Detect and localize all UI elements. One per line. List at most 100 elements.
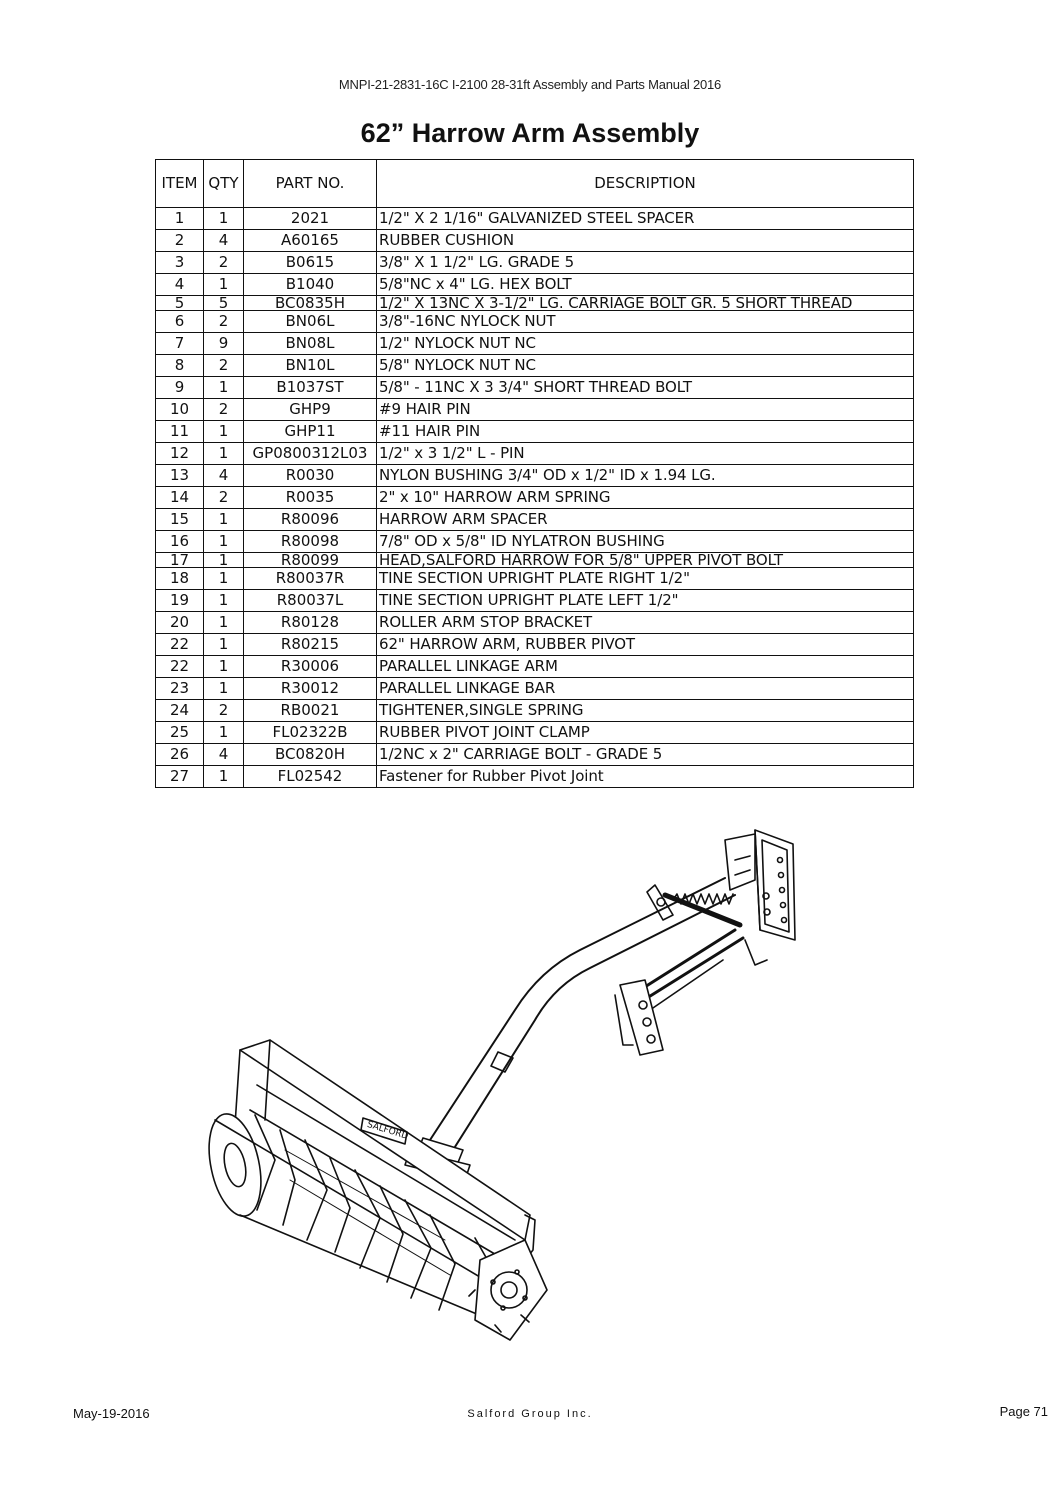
cell-quantity: 9 [203, 332, 244, 355]
cell-item-number: 22 [155, 633, 204, 656]
cell-description: PARALLEL LINKAGE BAR [376, 677, 914, 700]
cell-quantity: 1 [203, 508, 244, 531]
cell-item-number: 11 [155, 420, 204, 443]
cell-part-number: B1040 [243, 273, 377, 296]
column-header-description: DESCRIPTION [376, 159, 914, 208]
roller-frame: SALFORD [234, 1039, 536, 1261]
footer-page-number: Page 71 [999, 1404, 1048, 1419]
cell-description: HARROW ARM SPACER [376, 508, 914, 531]
cell-description: 3/8" X 1 1/2" LG. GRADE 5 [376, 251, 914, 274]
cell-description: NYLON BUSHING 3/4" OD x 1/2" ID x 1.94 L… [376, 464, 914, 487]
cell-part-number: GHP11 [243, 420, 377, 443]
footer-company: Salford Group Inc. [467, 1408, 593, 1420]
page-title: 62” Harrow Arm Assembly [360, 118, 700, 148]
footer-date: May-19-2016 [73, 1406, 150, 1421]
cell-item-number: 12 [155, 442, 204, 465]
cell-item-number: 14 [155, 486, 204, 509]
cell-description: TIGHTENER,SINGLE SPRING [376, 699, 914, 722]
cell-quantity: 1 [203, 552, 244, 568]
cell-item-number: 3 [155, 251, 204, 274]
cell-quantity: 2 [203, 310, 244, 333]
cell-item-number: 15 [155, 508, 204, 531]
cell-part-number: FL02542 [243, 765, 377, 788]
cell-item-number: 23 [155, 677, 204, 700]
cell-description: HEAD,SALFORD HARROW FOR 5/8" UPPER PIVOT… [376, 552, 914, 568]
cell-description: 1/2" x 3 1/2" L - PIN [376, 442, 914, 465]
cell-quantity: 2 [203, 251, 244, 274]
cell-item-number: 16 [155, 530, 204, 553]
document-reference: MNPI-21-2831-16C I-2100 28-31ft Assembly… [338, 77, 722, 92]
cell-item-number: 4 [155, 273, 204, 296]
cell-item-number: 9 [155, 376, 204, 399]
cell-item-number: 20 [155, 611, 204, 634]
cell-part-number: 2021 [243, 207, 377, 230]
harrow-arm-assembly-drawing: SALFORD [208, 829, 796, 1341]
cell-quantity: 5 [203, 295, 244, 311]
cell-part-number: BN10L [243, 354, 377, 377]
harrow-roller [208, 1113, 516, 1331]
cell-description: ROLLER ARM STOP BRACKET [376, 611, 914, 634]
cell-part-number: R80215 [243, 633, 377, 656]
cell-quantity: 2 [203, 486, 244, 509]
cell-description: Fastener for Rubber Pivot Joint [376, 765, 914, 788]
cell-description: 1/2" NYLOCK NUT NC [376, 332, 914, 355]
cell-description: #11 HAIR PIN [376, 420, 914, 443]
cell-item-number: 17 [155, 552, 204, 568]
cell-item-number: 6 [155, 310, 204, 333]
column-header-item: ITEM [155, 159, 204, 208]
cell-part-number: R80096 [243, 508, 377, 531]
cell-item-number: 5 [155, 295, 204, 311]
harrow-arm-springs [646, 884, 743, 928]
cell-part-number: A60165 [243, 229, 377, 252]
cell-part-number: B0615 [243, 251, 377, 274]
cell-quantity: 4 [203, 464, 244, 487]
cell-description: TINE SECTION UPRIGHT PLATE LEFT 1/2" [376, 589, 914, 612]
cell-quantity: 2 [203, 354, 244, 377]
cell-quantity: 2 [203, 699, 244, 722]
cell-part-number: R80037L [243, 589, 377, 612]
roller-end-bearing [468, 1239, 548, 1341]
column-header-part-no: PART NO. [243, 159, 377, 208]
cell-item-number: 13 [155, 464, 204, 487]
cell-part-number: R80128 [243, 611, 377, 634]
cell-description: 5/8" NYLOCK NUT NC [376, 354, 914, 377]
cell-quantity: 1 [203, 207, 244, 230]
cell-part-number: R80098 [243, 530, 377, 553]
cell-item-number: 25 [155, 721, 204, 744]
cell-quantity: 1 [203, 611, 244, 634]
cell-item-number: 1 [155, 207, 204, 230]
cell-item-number: 7 [155, 332, 204, 355]
cell-description: 1/2" X 2 1/16" GALVANIZED STEEL SPACER [376, 207, 914, 230]
cell-part-number: R0035 [243, 486, 377, 509]
cell-quantity: 1 [203, 530, 244, 553]
cell-item-number: 27 [155, 765, 204, 788]
cell-part-number: RB0021 [243, 699, 377, 722]
cell-quantity: 1 [203, 442, 244, 465]
cell-part-number: BC0835H [243, 295, 377, 311]
cell-item-number: 8 [155, 354, 204, 377]
cell-part-number: BN06L [243, 310, 377, 333]
cell-quantity: 2 [203, 398, 244, 421]
cell-item-number: 18 [155, 567, 204, 590]
cell-description: 5/8"NC x 4" LG. HEX BOLT [376, 273, 914, 296]
cell-quantity: 1 [203, 589, 244, 612]
cell-description: 7/8" OD x 5/8" ID NYLATRON BUSHING [376, 530, 914, 553]
